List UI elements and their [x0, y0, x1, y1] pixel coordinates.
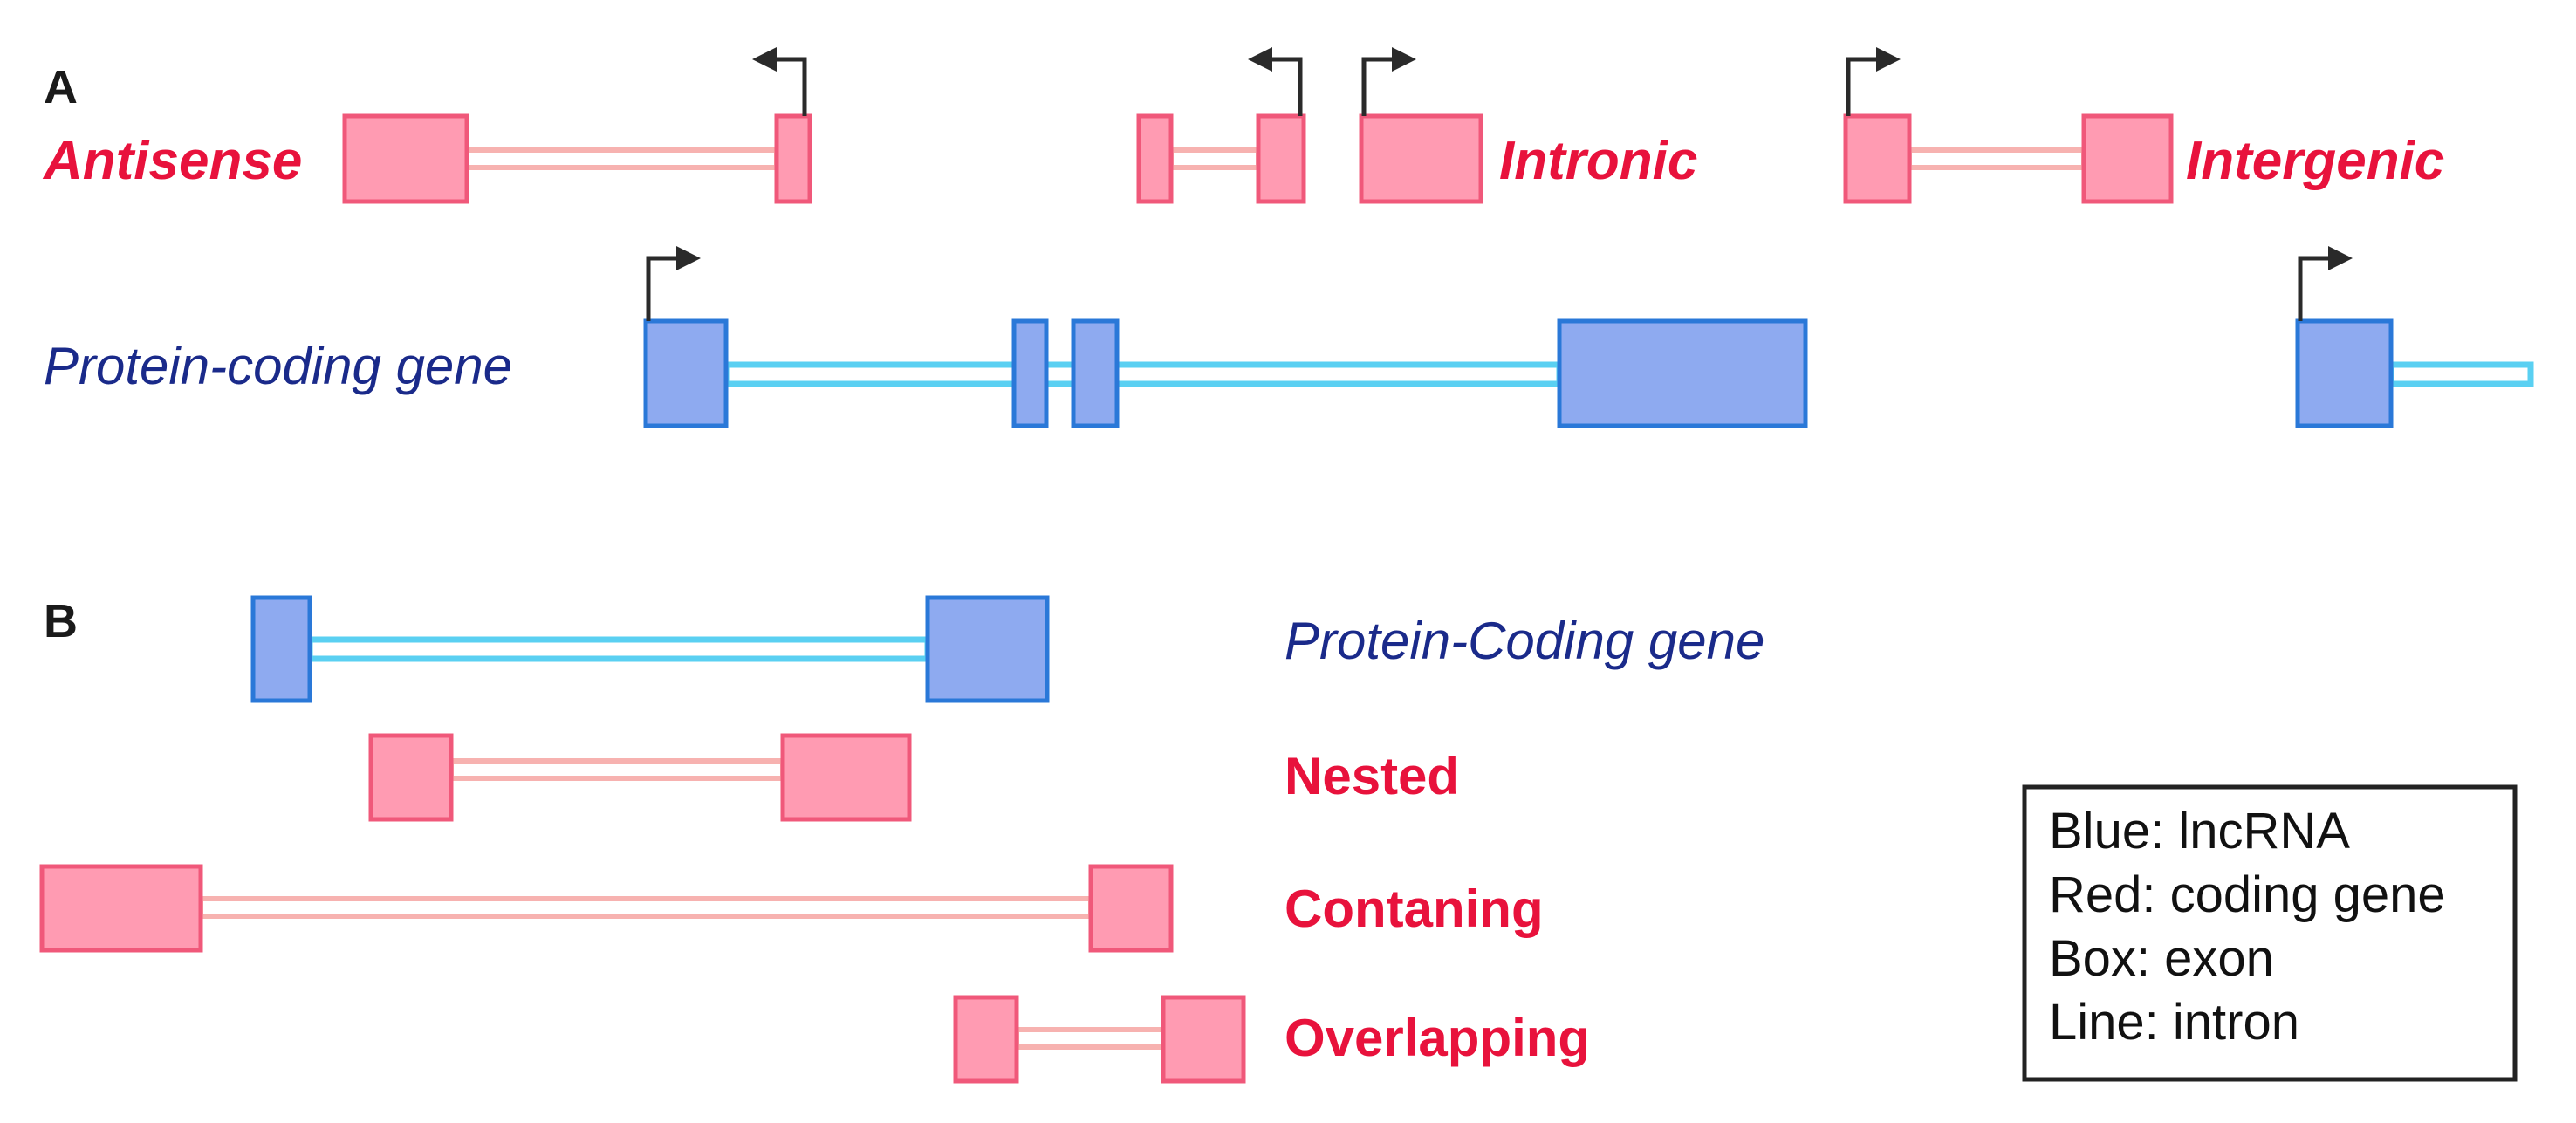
antisense-intron — [464, 147, 779, 170]
protein-coding-b-exon-1 — [250, 595, 312, 703]
legend: Blue: lncRNA Red: coding gene Box: exon … — [2022, 784, 2518, 1082]
overlapping-exon-2 — [1161, 995, 1246, 1084]
antisense-tss-arrow — [770, 57, 807, 116]
protein-coding-a-exon-2 — [1011, 318, 1049, 428]
intronic-host-intron — [1168, 147, 1261, 170]
legend-line-3: Box: exon — [2049, 930, 2274, 987]
intronic-transcript — [1359, 47, 1483, 204]
intergenic-exon-1 — [1843, 113, 1912, 204]
protein-coding-a-tss-arrow — [646, 256, 683, 321]
intergenic-tss-arrowhead — [1876, 47, 1901, 72]
protein-coding-a-label: Protein-coding gene — [44, 337, 512, 395]
protein-coding-b-exon-2 — [925, 595, 1050, 703]
protein-coding-b-intron — [306, 636, 931, 662]
nested-label: Nested — [1285, 747, 1459, 805]
protein-coding-a-right-tss-arrowhead — [2328, 246, 2353, 270]
protein-coding-a-right-tss-arrow — [2298, 256, 2335, 321]
containing-label: Contaning — [1285, 880, 1544, 938]
containing-exon-1 — [39, 864, 203, 953]
protein-coding-a-exon-4 — [1557, 318, 1808, 428]
nested-exon-1 — [368, 733, 454, 822]
nested-transcript — [368, 733, 912, 822]
legend-line-1: Blue: lncRNA — [2049, 803, 2350, 859]
panel-b-letter: B — [44, 595, 78, 647]
protein-coding-a-tss-arrowhead — [676, 246, 701, 270]
intronic-label: Intronic — [1499, 131, 1697, 191]
overlapping-label: Overlapping — [1285, 1009, 1590, 1067]
intergenic-intron — [1907, 147, 2086, 170]
nested-intron — [449, 758, 785, 781]
overlapping-intron — [1014, 1027, 1166, 1050]
panel-a-letter: A — [44, 61, 78, 113]
protein-coding-a-exon-1 — [643, 318, 729, 428]
overlapping-transcript — [953, 995, 1246, 1084]
antisense-exon-1 — [342, 113, 469, 204]
intronic-host-tss-arrowhead — [1248, 47, 1272, 72]
containing-intron — [198, 896, 1093, 919]
nested-exon-2 — [780, 733, 912, 822]
intronic-tss-arrowhead — [1392, 47, 1416, 72]
intronic-host-exon-2 — [1256, 113, 1306, 204]
intronic-host-tss-arrow — [1265, 57, 1303, 116]
intronic-host-exon-1 — [1136, 113, 1174, 204]
protein-coding-gene-a — [643, 246, 1808, 428]
legend-line-2: Red: coding gene — [2049, 866, 2446, 923]
intergenic-transcript — [1843, 47, 2174, 204]
protein-coding-b-label: Protein-Coding gene — [1285, 612, 1764, 670]
legend-line-4: Line: intron — [2049, 994, 2299, 1051]
antisense-label: Antisense — [42, 131, 302, 191]
antisense-tss-arrowhead — [752, 47, 777, 72]
antisense-exon-2 — [774, 113, 812, 204]
containing-transcript — [39, 864, 1174, 953]
intronic-host-gene — [1136, 47, 1306, 204]
overlapping-exon-1 — [953, 995, 1019, 1084]
intronic-exon — [1359, 113, 1483, 204]
intergenic-label: Intergenic — [2186, 131, 2444, 191]
antisense-transcript — [342, 47, 812, 204]
protein-coding-a-right-exon — [2295, 318, 2394, 428]
intergenic-exon-2 — [2081, 113, 2174, 204]
containing-exon-2 — [1088, 864, 1174, 953]
protein-coding-a-right-intron — [2388, 361, 2534, 387]
protein-coding-a-intron — [723, 361, 1563, 387]
protein-coding-gene-b — [250, 595, 1050, 703]
legend-box — [2022, 784, 2518, 1082]
protein-coding-gene-a-right — [2295, 246, 2534, 428]
protein-coding-a-exon-3 — [1071, 318, 1120, 428]
intergenic-tss-arrow — [1846, 57, 1883, 116]
intronic-tss-arrow — [1361, 57, 1399, 116]
